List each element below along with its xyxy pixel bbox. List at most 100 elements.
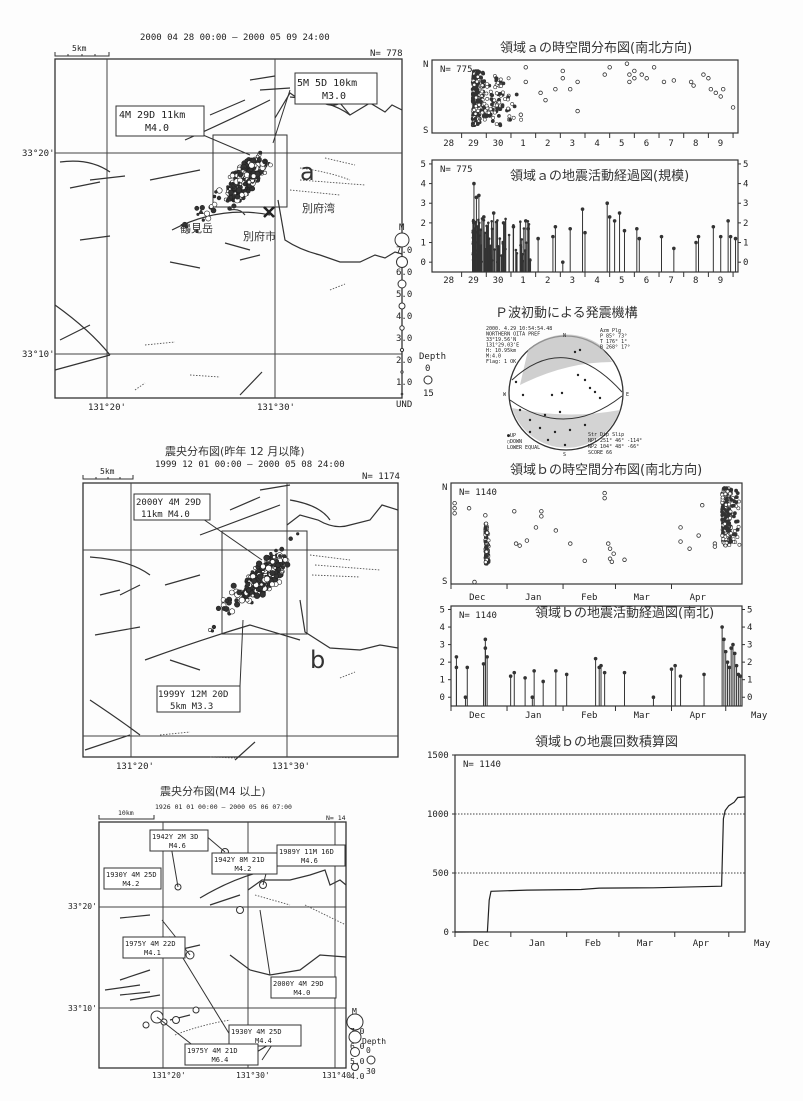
data-point bbox=[484, 554, 489, 559]
epicenter-marker bbox=[245, 598, 250, 603]
legend-circle bbox=[399, 347, 405, 353]
stem-head bbox=[514, 248, 518, 252]
callout-line: 1930Y 4M 25D bbox=[106, 871, 157, 879]
map1-graticule bbox=[55, 59, 402, 398]
legend-depth-header: Depth bbox=[419, 352, 446, 362]
epicenter-marker bbox=[250, 578, 257, 584]
focal-header-line: NORTHERN OITA PREF bbox=[486, 332, 540, 338]
data-point bbox=[533, 525, 539, 530]
data-point bbox=[602, 490, 607, 496]
x-tick-label: 8 bbox=[693, 139, 698, 149]
x-tick-label: Feb bbox=[581, 711, 597, 721]
x-tick-label: Feb bbox=[585, 939, 601, 949]
stem-head bbox=[731, 642, 735, 647]
data-point bbox=[452, 501, 457, 506]
epicenter-marker bbox=[199, 205, 205, 211]
legend-mag: UND bbox=[396, 400, 412, 410]
lon-label: 131°20' bbox=[88, 403, 126, 413]
x-tick-label: Apr bbox=[690, 711, 707, 721]
legend-mag: 4.0 bbox=[350, 1072, 365, 1081]
x-tick-label: 2 bbox=[545, 139, 550, 149]
x-tick-label: Dec bbox=[469, 711, 485, 721]
x-tick-label: 8 bbox=[693, 276, 698, 286]
data-point bbox=[696, 533, 701, 538]
polarity-mark bbox=[593, 390, 597, 394]
stem-head bbox=[527, 223, 531, 226]
stem-head bbox=[553, 225, 558, 229]
data-point bbox=[701, 72, 706, 77]
x-tick-label: 29 bbox=[468, 139, 479, 149]
epicenter-marker bbox=[278, 554, 282, 558]
scale-label: 5km bbox=[72, 44, 87, 53]
callout-box bbox=[228, 1024, 302, 1047]
data-point bbox=[734, 495, 739, 500]
focal-plane-line: NP2 104° 48° -66° bbox=[588, 444, 639, 450]
epicenter-marker bbox=[204, 210, 211, 217]
data-point bbox=[730, 105, 736, 110]
data-point bbox=[477, 113, 482, 118]
stem-head bbox=[472, 181, 476, 186]
epicenter-marker bbox=[279, 546, 285, 552]
x-tick-label: May bbox=[751, 711, 768, 721]
data-point bbox=[498, 91, 503, 96]
data-point bbox=[475, 121, 480, 126]
data-point bbox=[611, 551, 616, 556]
epicenter-marker bbox=[259, 582, 264, 587]
legend-mag: 6.0 bbox=[350, 1042, 365, 1051]
stem-head bbox=[481, 662, 486, 666]
data-point bbox=[735, 527, 740, 532]
y-tick-label-right: 4 bbox=[747, 623, 752, 633]
data-point bbox=[493, 85, 498, 90]
mainshock-cross-icon bbox=[263, 206, 275, 218]
epicenter-marker bbox=[280, 570, 284, 574]
y-tick-label: 4 bbox=[440, 623, 445, 633]
stem-head bbox=[729, 646, 733, 650]
epicenter-marker bbox=[247, 180, 252, 185]
x-tick-label: 1 bbox=[520, 139, 525, 149]
data-point bbox=[505, 97, 510, 102]
x-tick-label: 6 bbox=[644, 276, 649, 286]
legend-circle bbox=[397, 279, 407, 289]
epicenter-marker bbox=[258, 586, 264, 591]
data-point bbox=[472, 579, 477, 585]
map2-frame bbox=[82, 482, 399, 758]
data-point bbox=[482, 117, 487, 122]
epicenter-marker bbox=[238, 172, 244, 178]
polarity-mark bbox=[598, 396, 602, 400]
data-point bbox=[568, 541, 573, 546]
data-point bbox=[553, 86, 558, 92]
data-point bbox=[490, 102, 494, 107]
stem-head bbox=[477, 193, 481, 198]
callout-line: 2000Y 4M 29D bbox=[136, 498, 201, 508]
stem-head bbox=[532, 669, 536, 673]
polarity-mark bbox=[528, 418, 532, 422]
epicenter-marker bbox=[205, 215, 212, 222]
data-point bbox=[688, 79, 694, 85]
data-point bbox=[518, 112, 524, 117]
stem-head bbox=[728, 234, 733, 239]
data-point bbox=[476, 98, 481, 103]
focal-header-line: H: 10.95km bbox=[486, 348, 516, 354]
x-tick-label: 30 bbox=[493, 276, 504, 286]
epicenter-marker bbox=[239, 192, 245, 198]
data-point bbox=[671, 78, 677, 83]
y-tick-label: 2 bbox=[421, 219, 426, 229]
callout-line: M4.6 bbox=[301, 857, 318, 865]
callout-line: 2000Y 4M 29D bbox=[273, 980, 324, 988]
data-point bbox=[483, 108, 488, 113]
epicenter-marker bbox=[142, 1021, 150, 1029]
y-tick-label: 3 bbox=[421, 199, 426, 209]
stem-head bbox=[530, 695, 535, 700]
legend-mag: 3.0 bbox=[396, 334, 412, 344]
y-label-north: N bbox=[423, 60, 428, 70]
focal-axis-line: B 268° 17° bbox=[600, 345, 630, 351]
leader-lines bbox=[202, 518, 263, 687]
data-point bbox=[512, 104, 517, 109]
callout-line: M4.0 bbox=[294, 989, 311, 997]
stem-head bbox=[515, 252, 519, 255]
stem-head bbox=[711, 225, 716, 229]
y-tick-label: 5 bbox=[440, 606, 445, 616]
